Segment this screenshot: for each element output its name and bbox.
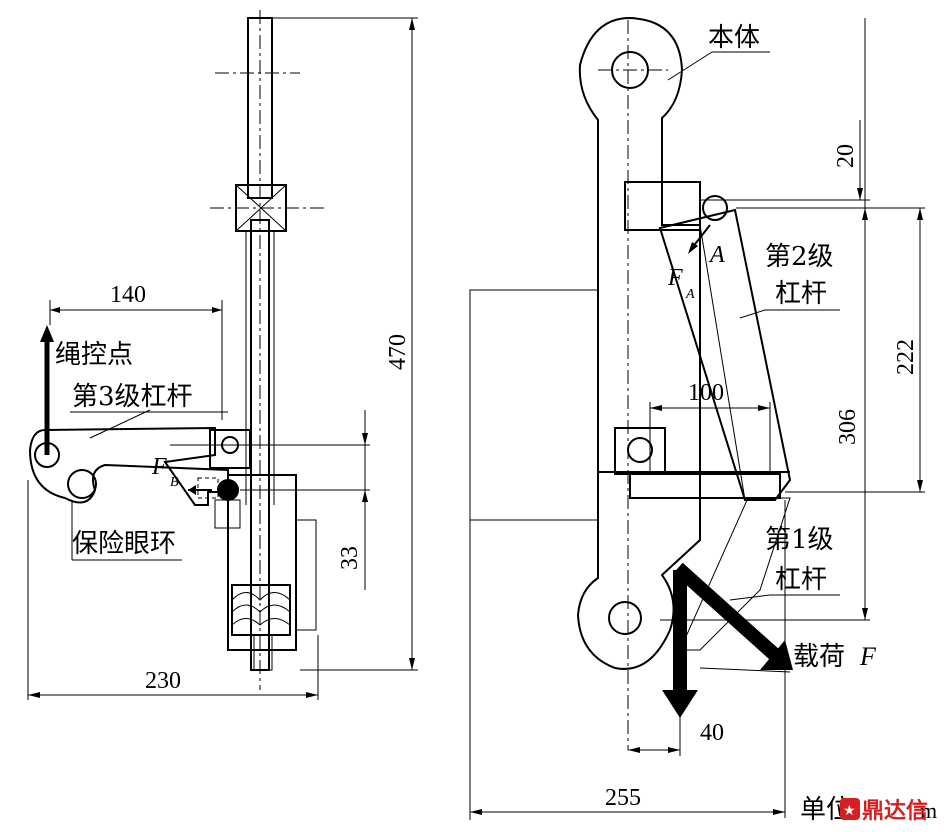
rope-point-label: 绳控点 (55, 340, 133, 370)
load-label: 载荷 (793, 642, 845, 672)
safety-ring-hole (67, 469, 97, 499)
dim-222: 222 (893, 339, 919, 375)
svg-text:★: ★ (843, 803, 856, 819)
dim-470: 470 (385, 334, 411, 370)
pin-bar (629, 473, 781, 499)
dim-255: 255 (605, 785, 641, 811)
dim-306: 306 (835, 409, 861, 445)
safety-ring-label: 保险眼环 (72, 529, 176, 559)
fa-symbol: F (667, 265, 683, 291)
lever1-label-line2: 杠杆 (775, 565, 827, 595)
load-arrow-diag (673, 562, 780, 661)
point-a-label: A (708, 242, 725, 268)
dim-40: 40 (700, 720, 724, 746)
body-label: 本体 (708, 23, 760, 53)
fb-subscript: B (170, 475, 179, 490)
dim-100: 100 (688, 380, 724, 406)
dim-230: 230 (145, 668, 181, 694)
lever1-label-line1: 第1级 (765, 525, 834, 555)
fa-subscript: A (685, 287, 695, 302)
bottom-pin-hole (608, 601, 642, 635)
unit-suffix: m (920, 798, 937, 823)
dim-33: 33 (337, 546, 363, 570)
roller-pin (217, 479, 239, 501)
dim-140: 140 (110, 282, 146, 308)
pivot-a (702, 195, 728, 221)
watermark-logo: ★ 鼎达信 (840, 798, 928, 824)
fb-symbol: F (151, 454, 167, 480)
lever3-label: 第3级杠杆 (72, 382, 193, 412)
lever3-body (28, 426, 229, 506)
lever2-label-line1: 第2级 (765, 242, 834, 272)
dim-20: 20 (833, 144, 859, 168)
right-view (469, 16, 925, 820)
lever2-body (658, 208, 792, 501)
watermark-text: 鼎达信 (862, 798, 928, 824)
load-symbol: F (859, 642, 877, 671)
lever2-label-line2: 杠杆 (775, 279, 827, 309)
left-view (27, 10, 418, 700)
